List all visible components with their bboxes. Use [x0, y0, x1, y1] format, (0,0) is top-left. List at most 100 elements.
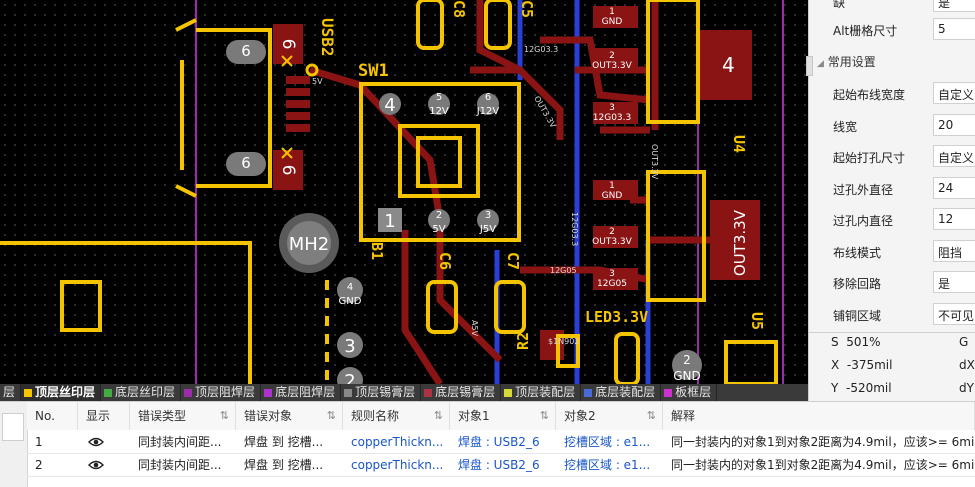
- svg-text:J5V: J5V: [479, 224, 496, 235]
- svg-text:6: 6: [485, 92, 491, 103]
- svg-text:6: 6: [241, 154, 251, 172]
- prop-row[interactable]: 起始布线宽度 自定义: [809, 78, 975, 110]
- layer-tab[interactable]: 底层锡膏层: [421, 384, 502, 401]
- drc-cell-type[interactable]: 同封装内间距...: [138, 435, 222, 449]
- drc-cell-desc[interactable]: 同一封装内的对象1到对象2距离为4.9mil，应该>= 6mil: [671, 458, 975, 472]
- grid-label: G: [959, 335, 969, 349]
- svg-text:OUT3.3V: OUT3.3V: [592, 61, 632, 71]
- prop-row[interactable]: 移除回路是: [809, 267, 975, 299]
- svg-text:$1N902: $1N902: [548, 337, 579, 346]
- svg-text:6: 6: [278, 165, 298, 176]
- label-out33v-pad: OUT3.3V: [731, 209, 749, 276]
- layer-tab[interactable]: 顶层装配层: [501, 384, 582, 401]
- label-usb2: USB2: [318, 18, 337, 57]
- layer-tab-label: 底层阻焊层: [275, 385, 336, 399]
- svg-text:GND: GND: [673, 369, 701, 383]
- col-error-object[interactable]: 错误对象⇅: [236, 402, 343, 430]
- drc-cell-obj2[interactable]: 挖槽区域 : e1...: [564, 458, 651, 472]
- svg-text:2: 2: [609, 227, 615, 237]
- svg-text:5V: 5V: [432, 224, 445, 235]
- svg-text:5: 5: [436, 92, 442, 103]
- drc-cell-object[interactable]: 焊盘 到 挖槽...: [244, 435, 324, 449]
- svg-text:1: 1: [384, 211, 395, 232]
- prop-value[interactable]: 12: [933, 208, 975, 230]
- layer-color-swatch: [664, 389, 673, 397]
- layer-tab[interactable]: 底层丝印层: [101, 384, 182, 401]
- coordinates-panel: S 501% G X -375mil dX Y -520mil dY: [808, 332, 975, 401]
- prop-row[interactable]: 布线模式 阻挡: [809, 236, 975, 268]
- layer-tab-label: 顶层锡膏层: [355, 385, 416, 399]
- visibility-eye-icon[interactable]: [78, 431, 130, 453]
- col-rule-name[interactable]: 规则名称⇅: [343, 402, 450, 430]
- drc-cell-no[interactable]: 1: [35, 435, 43, 449]
- prop-value[interactable]: 24: [933, 176, 975, 199]
- col-no[interactable]: No.: [27, 402, 78, 430]
- prop-row[interactable]: 铺铜区域不可见: [809, 299, 975, 331]
- layer-tab-label: 顶层装配层: [515, 385, 576, 399]
- layer-tab[interactable]: 顶层丝印层: [21, 384, 102, 401]
- layer-tab[interactable]: 底层装配层: [581, 384, 662, 401]
- drc-cell-object[interactable]: 焊盘 到 挖槽...: [244, 458, 324, 472]
- label-b1: B1: [368, 242, 386, 260]
- prop-label: 过孔外直径: [833, 182, 894, 197]
- prop-value[interactable]: 5: [933, 18, 975, 40]
- drc-panel: No. 显示 错误类型⇅ 错误对象⇅ 规则名称⇅ 对象1⇅ 对象2⇅ 解释 1 同…: [0, 401, 975, 487]
- sort-icon: ⇅: [539, 409, 549, 422]
- layer-color-swatch: [504, 389, 513, 397]
- drc-cell-desc[interactable]: 同一封装内的对象1到对象2距离为4.9mil，应该>= 6mil: [671, 435, 975, 449]
- prop-value[interactable]: 自定义: [933, 82, 975, 104]
- svg-text:4: 4: [384, 95, 395, 116]
- collapse-handle[interactable]: [806, 56, 813, 76]
- prop-row[interactable]: 起始打孔尺寸自定义: [809, 141, 975, 173]
- col-error-type[interactable]: 错误类型⇅: [130, 402, 236, 430]
- layer-tab[interactable]: 层: [0, 384, 22, 401]
- prop-value[interactable]: 自定义: [933, 145, 975, 167]
- drc-cell-obj2[interactable]: 挖槽区域 : e1...: [564, 435, 651, 449]
- prop-value[interactable]: 不可见: [933, 302, 975, 325]
- layer-tab-label: 顶层丝印层: [35, 385, 96, 399]
- svg-text:2: 2: [683, 353, 691, 367]
- layer-tab-label: 顶层阻焊层: [195, 385, 256, 399]
- drc-side-strip: [0, 402, 28, 487]
- svg-text:4: 4: [347, 282, 353, 293]
- prop-value[interactable]: 是: [933, 271, 975, 293]
- prop-value[interactable]: 是: [933, 0, 975, 12]
- svg-text:5V: 5V: [312, 77, 323, 86]
- prop-value[interactable]: 阻挡: [933, 239, 975, 262]
- drc-cell-rule[interactable]: copperThickn...: [351, 458, 444, 472]
- prop-label: 布线模式: [833, 245, 882, 260]
- drc-cell-rule[interactable]: copperThickn...: [351, 435, 444, 449]
- drc-cell-type[interactable]: 同封装内间距...: [138, 458, 222, 472]
- drc-cell-obj1[interactable]: 焊盘 : USB2_6: [458, 458, 540, 472]
- svg-text:2: 2: [436, 210, 442, 221]
- visibility-eye-icon[interactable]: [78, 454, 130, 476]
- dy-label: dY: [959, 381, 974, 395]
- prop-row[interactable]: Alt栅格尺寸 5: [809, 14, 975, 46]
- col-object1[interactable]: 对象1⇅: [450, 402, 556, 430]
- prop-row[interactable]: 过孔外直径 24: [809, 173, 975, 205]
- sort-icon: ⇅: [219, 409, 229, 422]
- layer-tab[interactable]: 板框层: [661, 384, 718, 401]
- collapse-triangle-icon: ◢: [817, 59, 824, 69]
- pcb-canvas[interactable]: USB2 SW1 U4 C8 C5 C6 C7 LED3.3V R2 U5 B1…: [0, 0, 808, 384]
- section-header[interactable]: ◢ 常用设置: [817, 53, 876, 70]
- col-description[interactable]: 解释: [663, 402, 975, 430]
- drc-cell-obj1[interactable]: 焊盘 : USB2_6: [458, 435, 540, 449]
- prop-label: 起始布线宽度: [833, 88, 906, 102]
- label-u4: U4: [730, 135, 748, 153]
- col-display[interactable]: 显示: [78, 402, 130, 430]
- prop-row[interactable]: 缺 是: [809, 0, 975, 18]
- layer-tab[interactable]: 底层阻焊层: [261, 384, 342, 401]
- col-object2[interactable]: 对象2⇅: [556, 402, 663, 430]
- layer-tab-label: 底层丝印层: [115, 385, 176, 399]
- layer-tab[interactable]: 顶层阻焊层: [181, 384, 262, 401]
- svg-text:GND: GND: [602, 17, 623, 27]
- drc-cell-no[interactable]: 2: [35, 458, 43, 472]
- prop-value[interactable]: 20: [933, 113, 975, 136]
- svg-text:12V: 12V: [429, 106, 449, 117]
- layer-tab[interactable]: 顶层锡膏层: [341, 384, 422, 401]
- drc-filter-box[interactable]: [2, 413, 24, 441]
- layer-tabs: 层顶层丝印层 底层丝印层 顶层阻焊层 底层阻焊层 顶层锡膏层底层锡膏层顶层装配层底层装配…: [0, 384, 808, 401]
